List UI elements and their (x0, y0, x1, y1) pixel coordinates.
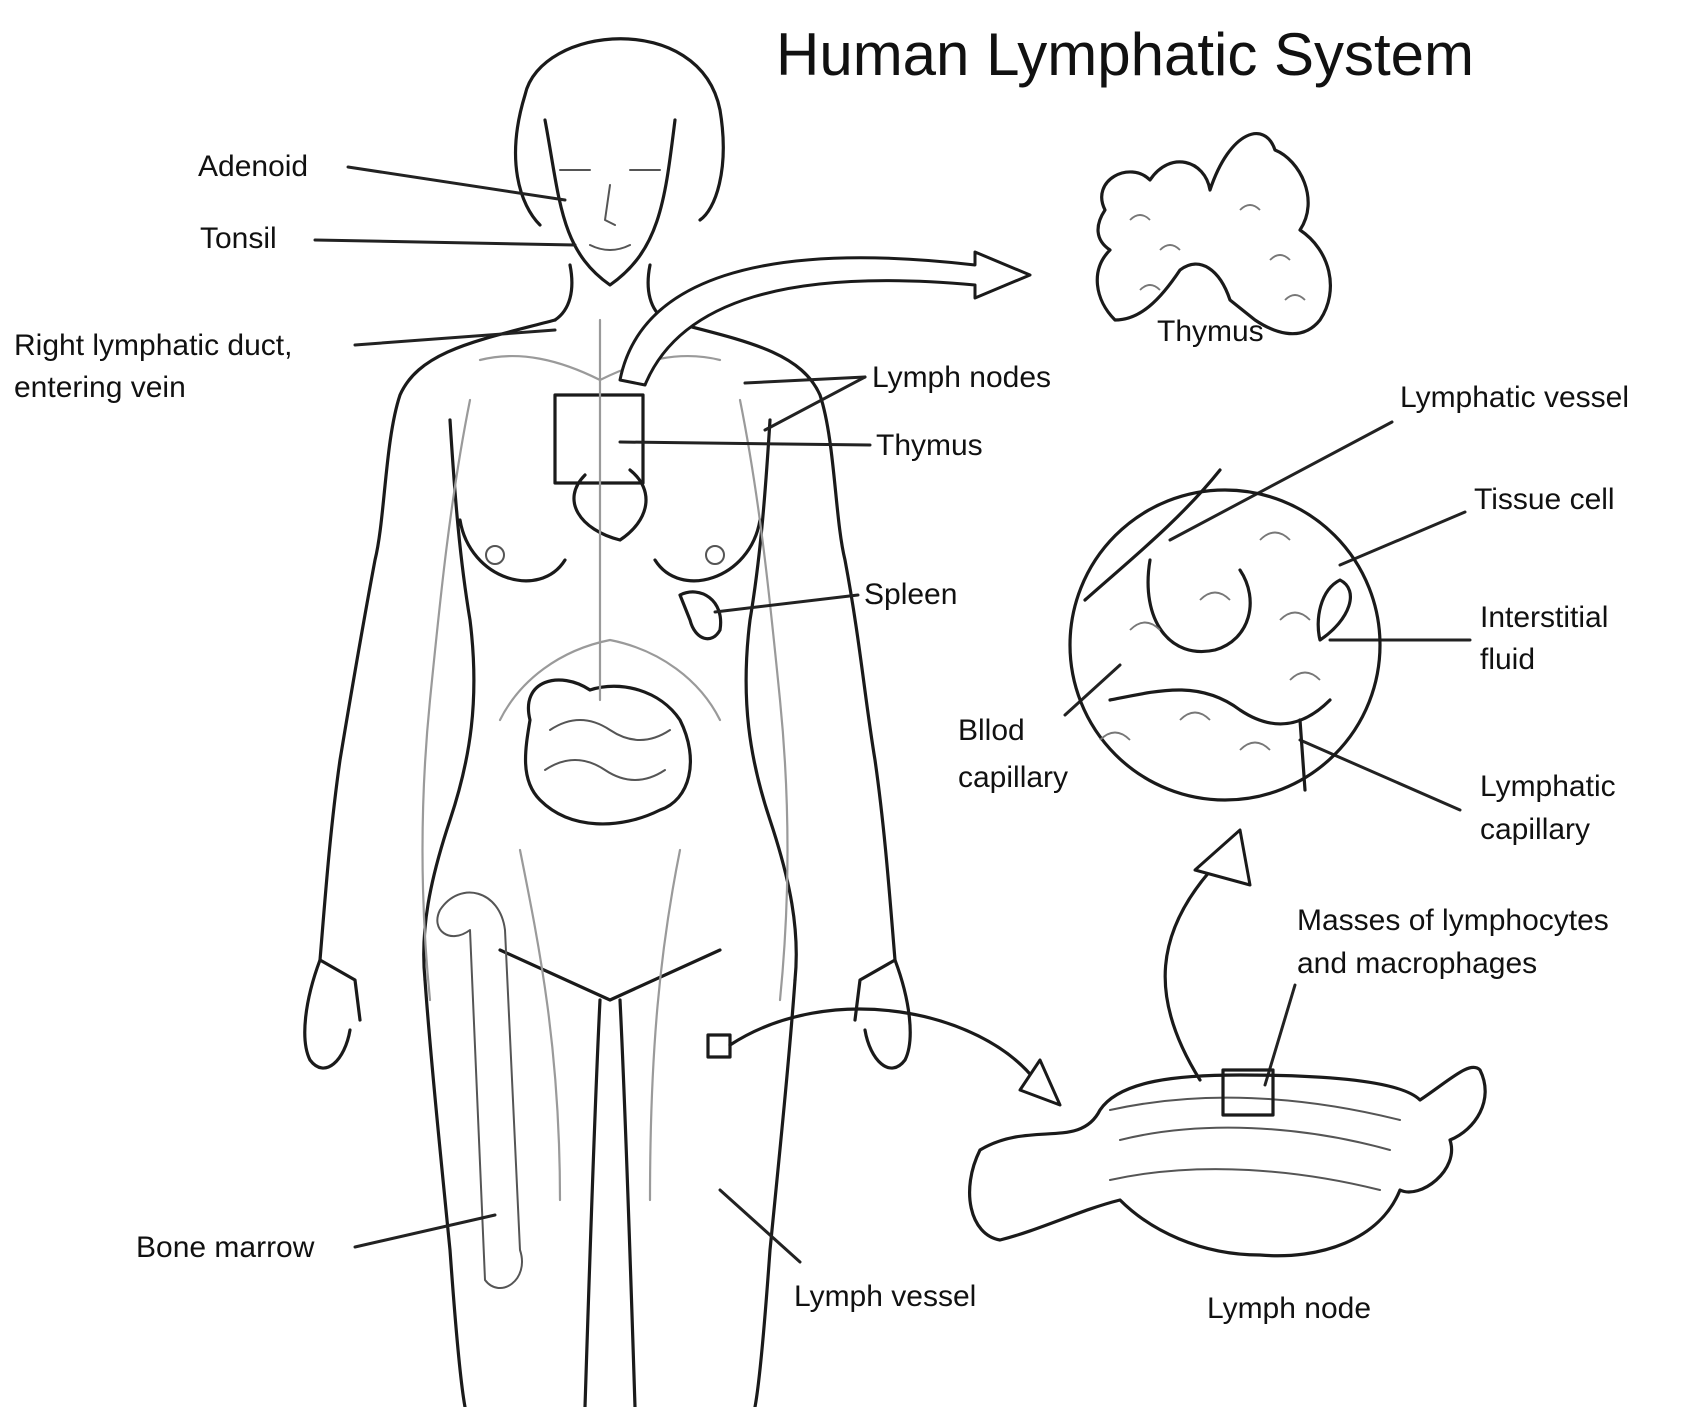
label-masses-line1: Masses of lymphocytes (1297, 900, 1609, 941)
tissue-magnified-circle (1070, 470, 1380, 800)
label-interstitial-fluid-line1: Interstitial (1480, 597, 1608, 638)
label-blood-capillary-line2: capillary (958, 757, 1068, 798)
thymus-illustration (1097, 134, 1330, 334)
label-lymphatic-capillary-line2: capillary (1480, 809, 1590, 850)
label-masses-line2: and macrophages (1297, 943, 1537, 984)
label-blood-capillary-line1: Bllod (958, 710, 1025, 751)
label-adenoid: Adenoid (198, 146, 308, 187)
label-interstitial-fluid-line2: fluid (1480, 639, 1535, 680)
label-right-lymphatic-duct-line1: Right lymphatic duct, (14, 325, 292, 366)
label-bone-marrow: Bone marrow (136, 1227, 314, 1268)
human-figure (305, 39, 910, 1407)
label-lymph-node: Lymph node (1207, 1288, 1371, 1329)
label-lymph-nodes: Lymph nodes (872, 357, 1051, 398)
label-lymphatic-capillary-line1: Lymphatic (1480, 766, 1616, 807)
label-right-lymphatic-duct-line2: entering vein (14, 367, 186, 408)
label-lymphatic-vessel: Lymphatic vessel (1400, 377, 1629, 418)
label-thymus: Thymus (876, 425, 983, 466)
label-thymus-detail: Thymus (1157, 311, 1264, 352)
label-spleen: Spleen (864, 574, 957, 615)
label-tonsil: Tonsil (200, 218, 277, 259)
label-lymph-vessel: Lymph vessel (794, 1276, 976, 1317)
diagram-title: Human Lymphatic System (776, 18, 1474, 92)
leader-lines (315, 167, 1470, 1262)
label-tissue-cell: Tissue cell (1474, 479, 1615, 520)
